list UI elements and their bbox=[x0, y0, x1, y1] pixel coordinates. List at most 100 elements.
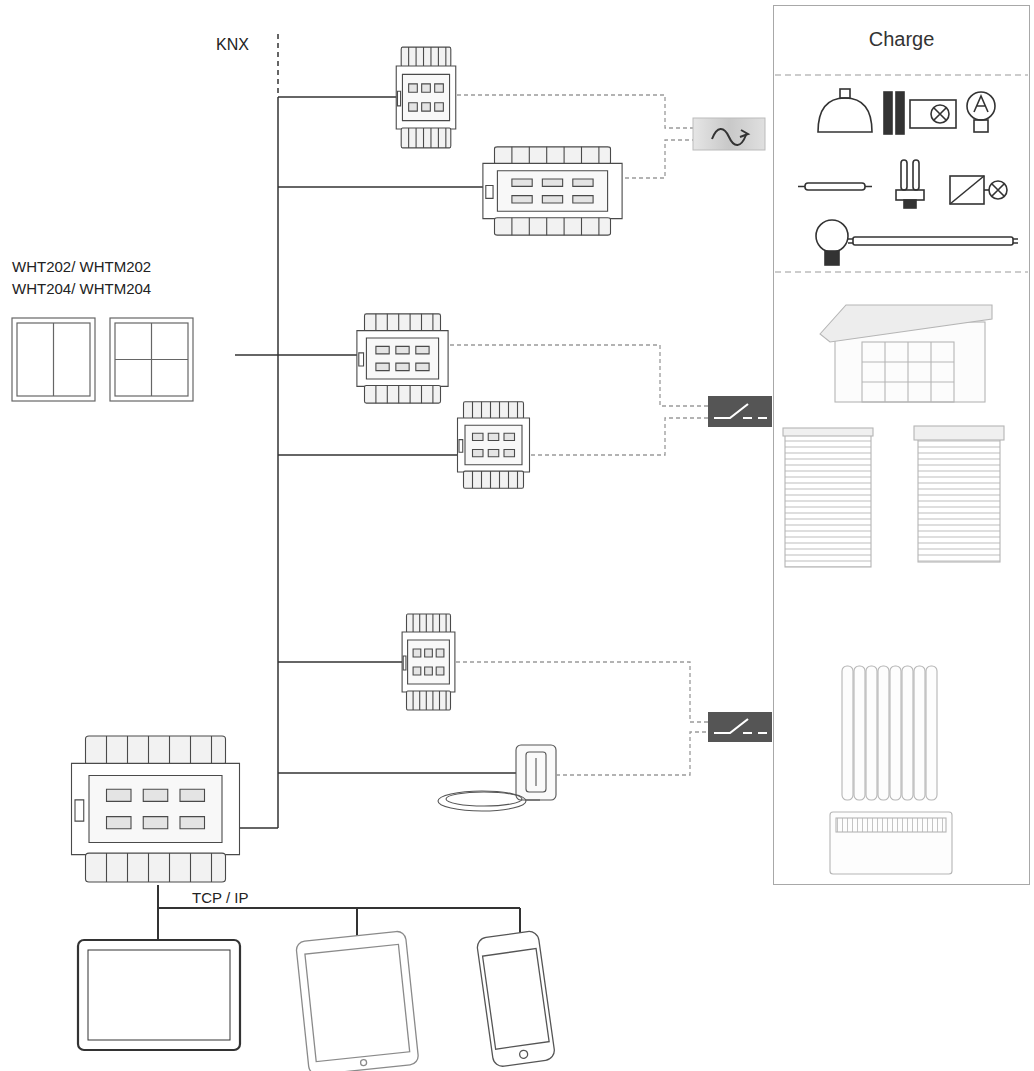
temperature-sensor bbox=[526, 799, 540, 800]
lamp-symbol bbox=[992, 184, 1004, 196]
lamp-symbol bbox=[950, 176, 984, 204]
knx-bus bbox=[278, 454, 459, 456]
product-reference: WHT202/ WHTM202 bbox=[12, 258, 151, 275]
temperature-sensor bbox=[446, 792, 522, 806]
lamp-symbol bbox=[825, 251, 839, 265]
knx-bus bbox=[277, 97, 279, 828]
temperature-sensor bbox=[438, 745, 556, 811]
radiator-illustration bbox=[842, 666, 853, 800]
dimmer-symbol bbox=[740, 130, 748, 137]
temperature-sensor bbox=[516, 745, 556, 800]
radiator-illustration bbox=[914, 666, 925, 800]
lamp-symbol bbox=[967, 92, 995, 120]
smartphone bbox=[483, 949, 550, 1050]
lamp-symbol bbox=[910, 100, 956, 128]
knx-bus bbox=[278, 661, 404, 663]
radiator-illustration bbox=[878, 666, 889, 800]
product-reference: WHT204/ WHTM204 bbox=[12, 280, 151, 297]
knx-module bbox=[357, 314, 448, 403]
temperature-sensor bbox=[438, 791, 526, 811]
radiator-illustration bbox=[854, 666, 865, 800]
smartphone bbox=[519, 1050, 528, 1059]
push-button bbox=[17, 323, 90, 396]
knx-bus bbox=[278, 772, 516, 774]
blind-illustration bbox=[820, 305, 992, 342]
lamp-symbol bbox=[848, 239, 1018, 243]
lamp-symbol bbox=[805, 183, 865, 190]
radiator-illustration bbox=[866, 666, 877, 800]
blind-illustration bbox=[914, 426, 1004, 440]
load-panel: Charge bbox=[773, 5, 1030, 885]
dimmer-symbol bbox=[693, 118, 765, 150]
lamp-symbol bbox=[974, 120, 988, 132]
radiator-illustration bbox=[926, 666, 937, 800]
knx-bus bbox=[277, 34, 279, 97]
knx-module bbox=[72, 736, 240, 882]
tablet bbox=[360, 1059, 367, 1066]
knx-module bbox=[396, 47, 456, 148]
blind-illustration bbox=[785, 432, 871, 567]
lamp-symbol bbox=[818, 98, 872, 132]
output-wire bbox=[450, 345, 708, 406]
push-button bbox=[110, 318, 193, 401]
lamp-symbol bbox=[984, 189, 989, 191]
knx-bus bbox=[240, 827, 278, 829]
switch-symbol bbox=[714, 719, 767, 733]
lamp-symbol bbox=[950, 176, 984, 204]
knx-module bbox=[72, 47, 623, 882]
lamp-symbol bbox=[896, 92, 904, 134]
touch-panel bbox=[88, 950, 230, 1040]
lamp-symbol bbox=[798, 186, 872, 188]
radiator-illustration bbox=[890, 666, 901, 800]
network-label: TCP / IP bbox=[192, 889, 248, 906]
push-button bbox=[12, 318, 193, 401]
output-wire bbox=[450, 95, 708, 775]
blind-illustration bbox=[862, 342, 954, 402]
radiator-illustration bbox=[836, 818, 946, 832]
tablet bbox=[296, 931, 419, 1071]
push-button bbox=[115, 359, 188, 360]
blind-illustration bbox=[862, 342, 954, 402]
touch-panel bbox=[78, 940, 240, 1050]
lamp-symbol bbox=[934, 108, 946, 120]
smartphone bbox=[476, 930, 555, 1067]
ip-network bbox=[158, 885, 520, 940]
lamp-symbol bbox=[931, 105, 949, 123]
knx-module bbox=[483, 147, 622, 235]
switch-symbol bbox=[714, 404, 767, 418]
lamp-symbol bbox=[989, 181, 1007, 199]
lamp-symbol bbox=[901, 160, 907, 190]
panel-separator bbox=[775, 272, 1028, 273]
push-button bbox=[12, 318, 95, 401]
lamp-symbol bbox=[798, 89, 1018, 265]
bus-label: KNX bbox=[216, 36, 249, 54]
radiator-illustration bbox=[830, 812, 952, 874]
lamp-symbol bbox=[816, 220, 848, 252]
knx-bus bbox=[278, 186, 483, 188]
lamp-symbol bbox=[974, 96, 988, 112]
temperature-sensor bbox=[526, 752, 546, 792]
output-wire bbox=[556, 732, 708, 775]
dimmer-symbol bbox=[693, 118, 765, 150]
lamp-symbol bbox=[896, 190, 924, 200]
blind-illustration bbox=[783, 428, 873, 436]
temperature-sensor bbox=[535, 758, 536, 786]
switch-symbol bbox=[708, 396, 772, 427]
output-wire bbox=[456, 662, 708, 722]
push-button bbox=[53, 323, 54, 396]
knx-module bbox=[458, 402, 530, 488]
lamp-symbol bbox=[853, 237, 1013, 245]
lamp-symbol bbox=[884, 92, 892, 134]
touch-panel bbox=[78, 940, 240, 1050]
smartphone bbox=[476, 930, 555, 1067]
output-wire bbox=[457, 95, 693, 128]
lamp-symbol bbox=[840, 89, 850, 98]
knx-bus bbox=[235, 354, 358, 356]
output-wire bbox=[531, 418, 708, 455]
panel-heading: Charge bbox=[774, 28, 1029, 51]
blind-illustration bbox=[918, 438, 1000, 562]
switch-symbol bbox=[708, 712, 772, 742]
panel-separator bbox=[775, 75, 1028, 76]
